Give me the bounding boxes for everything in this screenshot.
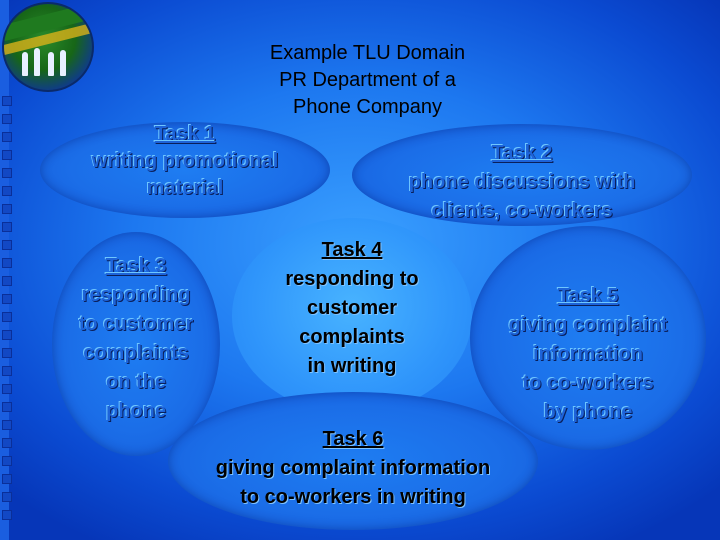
- margin-square: [2, 366, 12, 376]
- task-5-ellipse: [470, 226, 706, 450]
- globe-logo-icon: [2, 2, 94, 92]
- task-5-heading: Task 5: [557, 285, 619, 307]
- task-3-line-5: phone: [106, 400, 166, 422]
- margin-square: [2, 510, 12, 520]
- task-4-line-4: in writing: [307, 355, 397, 377]
- task-4-line-2: customer: [306, 297, 398, 319]
- task-1-line-2: material: [146, 177, 224, 199]
- task-1-line-1: writing promotional: [91, 150, 279, 172]
- task-3-heading: Task 3: [105, 255, 167, 277]
- task-4-line-3: complaints: [299, 326, 405, 348]
- margin-square: [2, 330, 12, 340]
- task-5-line-1: giving complaint: [508, 314, 668, 336]
- margin-square: [2, 114, 12, 124]
- margin-square: [2, 474, 12, 484]
- task-2-line-2: clients, co-workers: [431, 200, 613, 222]
- task-2-line-1: phone discussions with: [408, 171, 636, 193]
- margin-square: [2, 222, 12, 232]
- task-1-text: Task 1 writing promotional material: [40, 121, 330, 202]
- margin-square: [2, 150, 12, 160]
- margin-square: [2, 492, 12, 502]
- task-3-line-4: on the: [106, 371, 166, 393]
- margin-square: [2, 438, 12, 448]
- task-2-ellipse: [352, 124, 692, 226]
- margin-square: [2, 96, 12, 106]
- margin-square: [2, 204, 12, 214]
- task-6-line-2: to co-workers in writing: [240, 486, 466, 508]
- title-line-3: Phone Company: [293, 96, 442, 118]
- slide-title: Example TLU Domain PR Department of a Ph…: [225, 40, 510, 121]
- task-6-text: Task 6 giving complaint information to c…: [168, 425, 538, 512]
- task-5-line-4: by phone: [543, 401, 633, 423]
- margin-square: [2, 312, 12, 322]
- margin-square: [2, 384, 12, 394]
- margin-square: [2, 420, 12, 430]
- margin-square: [2, 258, 12, 268]
- task-3-ellipse: [52, 232, 220, 456]
- task-4-line-1: responding to: [285, 268, 419, 290]
- left-margin-stripe: [0, 0, 9, 540]
- task-3-text: Task 3 responding to customer complaints…: [52, 252, 220, 426]
- margin-square: [2, 348, 12, 358]
- margin-square: [2, 168, 12, 178]
- title-line-2: PR Department of a: [279, 69, 456, 91]
- task-4-heading: Task 4: [321, 239, 383, 261]
- task-5-line-3: to co-workers: [522, 372, 654, 394]
- task-6-heading: Task 6: [322, 428, 384, 450]
- task-2-text: Task 2 phone discussions with clients, c…: [352, 139, 692, 226]
- margin-square: [2, 294, 12, 304]
- margin-square: [2, 240, 12, 250]
- task-1-ellipse: [40, 122, 330, 218]
- task-2-heading: Task 2: [491, 142, 553, 164]
- task-6-line-1: giving complaint information: [215, 457, 491, 479]
- task-3-line-2: to customer: [78, 313, 194, 335]
- margin-square: [2, 456, 12, 466]
- task-1-heading: Task 1: [154, 123, 216, 145]
- task-3-line-3: complaints: [83, 342, 189, 364]
- margin-square: [2, 276, 12, 286]
- task-3-line-1: responding: [81, 284, 191, 306]
- task-4-ellipse: [232, 218, 472, 414]
- task-4-text: Task 4 responding to customer complaints…: [232, 236, 472, 381]
- task-5-line-2: information: [533, 343, 643, 365]
- margin-square: [2, 132, 12, 142]
- task-6-ellipse: [168, 392, 538, 530]
- title-line-1: Example TLU Domain: [269, 42, 466, 64]
- task-5-text: Task 5 giving complaint information to c…: [470, 282, 706, 427]
- margin-square: [2, 186, 12, 196]
- margin-square: [2, 402, 12, 412]
